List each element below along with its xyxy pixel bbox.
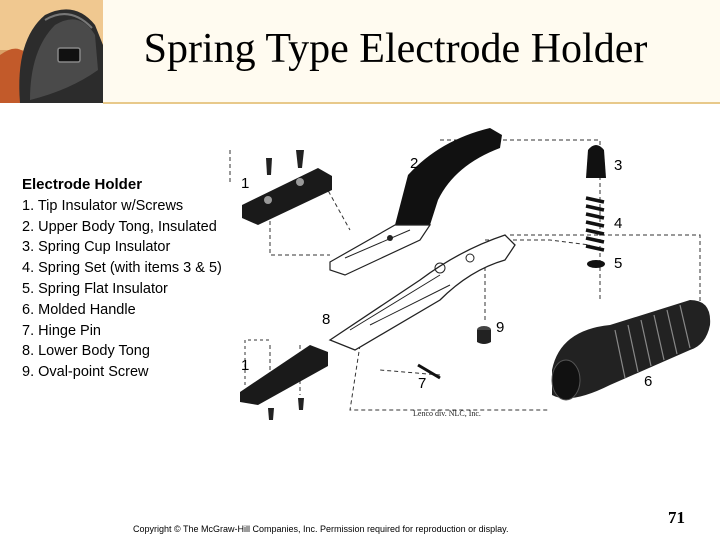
spring-set <box>585 196 605 252</box>
parts-legend: Electrode Holder 1. Tip Insulator w/Scre… <box>22 175 222 383</box>
legend-item: 8. Lower Body Tong <box>22 343 150 360</box>
lower-body-tong <box>328 234 516 351</box>
header-band: Spring Type Electrode Holder <box>0 0 720 104</box>
legend-item: 1. Tip Insulator w/Screws <box>22 197 184 214</box>
welding-helmet-icon <box>0 0 103 103</box>
legend-item: 9. Oval-point Screw <box>22 364 149 381</box>
callout-4: 4 <box>614 215 622 232</box>
upper-body-tong <box>329 128 502 276</box>
callout-2: 2 <box>410 155 418 172</box>
electrode-holder-exploded-diagram: 1 2 3 4 5 1 7 8 9 6 <box>229 128 711 420</box>
legend-title: Electrode Holder <box>22 176 143 193</box>
image-credit: Lenco div. NLC, Inc. <box>413 409 481 418</box>
legend-item: 5. Spring Flat Insulator <box>22 280 168 297</box>
legend-item: 2. Upper Body Tong, Insulated <box>22 218 217 235</box>
callout-1-lower: 1 <box>241 357 249 374</box>
legend-list: 1. Tip Insulator w/Screws 2. Upper Body … <box>22 196 222 383</box>
callout-5: 5 <box>614 255 622 272</box>
tip-insulator-lower <box>240 339 328 420</box>
callout-8: 8 <box>322 311 330 328</box>
callout-9: 9 <box>496 319 504 336</box>
tip-insulator-upper <box>242 150 332 225</box>
header-divider <box>103 102 720 104</box>
callout-6: 6 <box>644 373 652 390</box>
page-number: 71 <box>668 508 685 527</box>
slide-title: Spring Type Electrode Holder <box>143 26 648 72</box>
legend-item: 6. Molded Handle <box>22 301 136 318</box>
spring-cup-insulator <box>586 145 606 178</box>
oval-point-screw <box>477 326 491 344</box>
legend-item: 3. Spring Cup Insulator <box>22 239 171 256</box>
callout-7: 7 <box>418 375 426 392</box>
legend-item: 7. Hinge Pin <box>22 322 101 339</box>
spring-flat-insulator <box>587 260 605 268</box>
hinge-pin <box>417 363 441 380</box>
legend-item: 4. Spring Set (with items 3 & 5) <box>22 260 222 277</box>
copyright-notice: Copyright © The McGraw-Hill Companies, I… <box>133 524 509 534</box>
callout-1-upper: 1 <box>241 175 249 192</box>
callout-3: 3 <box>614 157 622 174</box>
molded-handle <box>551 300 711 401</box>
